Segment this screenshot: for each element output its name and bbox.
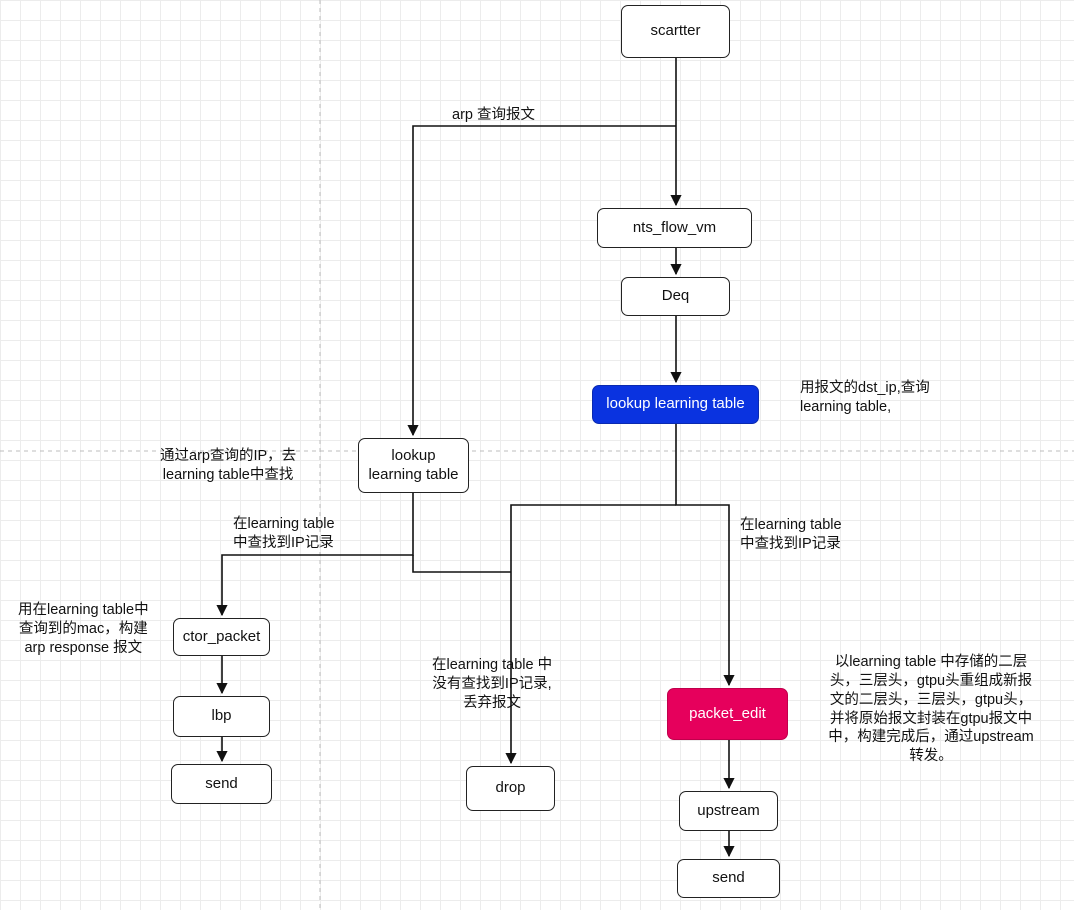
note-arp-query: arp 查询报文 <box>452 107 535 123</box>
node-lbp[interactable]: lbp <box>173 696 270 737</box>
node-scartter[interactable]: scartter <box>621 5 730 58</box>
note-dst-ip-lookup: 用报文的dst_ip,查询 learning table, <box>800 380 930 415</box>
note-packet-edit-description: 以learning table 中存储的二层 头，三层头，gtpu头重组成新报 … <box>828 654 1034 765</box>
node-lookup-learning-table-main[interactable]: lookup learning table <box>592 385 759 424</box>
note-found-right: 在learning table 中查找到IP记录 <box>740 517 842 552</box>
edge-lookup-arp-to-drop <box>412 555 511 573</box>
note-arp-ip-lookup: 通过arp查询的IP，去 learning table中查找 <box>160 448 297 483</box>
note-found-left: 在learning table 中查找到IP记录 <box>233 516 335 551</box>
note-build-arp-response: 用在learning table中 查询到的mac，构建 arp respons… <box>18 602 149 656</box>
note-not-found-drop: 在learning table 中 没有查找到IP记录, 丢弃报文 <box>432 657 553 711</box>
edge-scartter-to-lookup-arp <box>407 125 676 437</box>
node-nts-flow-vm[interactable]: nts_flow_vm <box>597 208 752 248</box>
node-packet-edit[interactable]: packet_edit <box>667 688 788 740</box>
node-drop[interactable]: drop <box>466 766 555 811</box>
edge-lookup-arp-to-ctor-packet <box>216 493 414 617</box>
node-upstream[interactable]: upstream <box>679 791 778 831</box>
edge-lookup-main-to-drop <box>505 504 676 765</box>
node-send-left[interactable]: send <box>171 764 272 804</box>
node-ctor-packet[interactable]: ctor_packet <box>173 618 270 656</box>
node-send-right[interactable]: send <box>677 859 780 898</box>
edge-lookup-main-to-packet-edit <box>675 424 735 687</box>
node-deq[interactable]: Deq <box>621 277 730 316</box>
node-lookup-learning-table-arp[interactable]: lookup learning table <box>358 438 469 493</box>
